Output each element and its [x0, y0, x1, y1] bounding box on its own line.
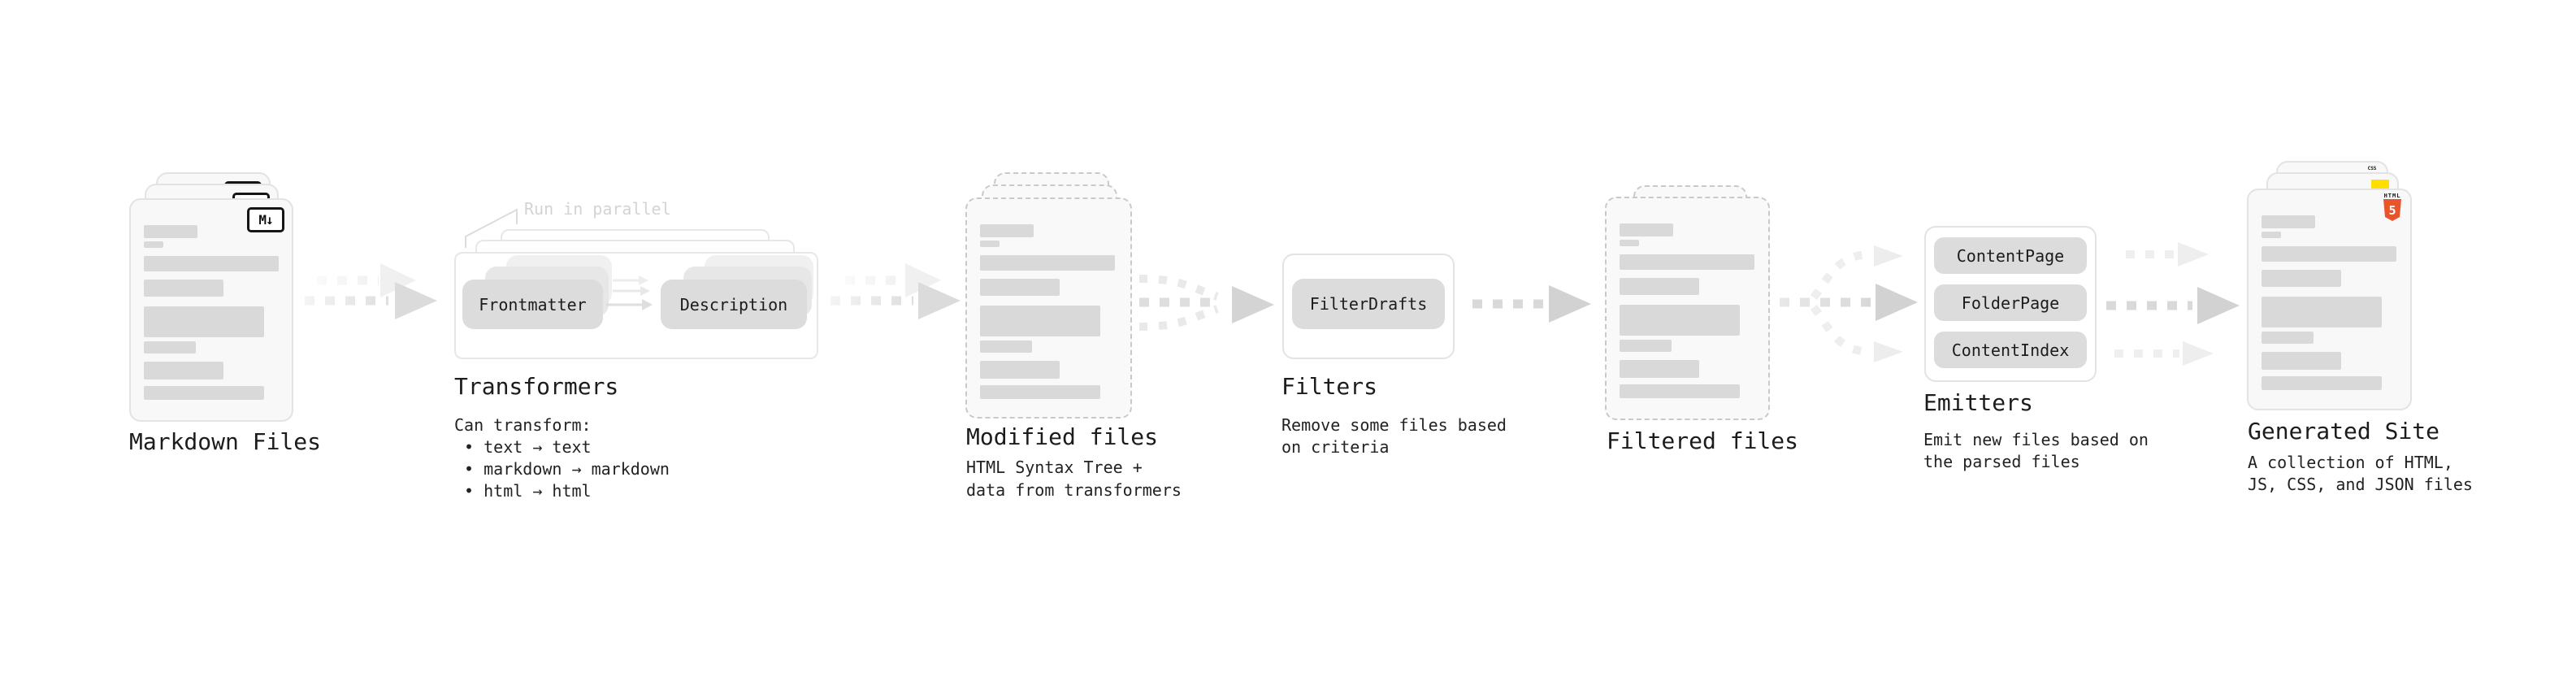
text-line-placeholder [1620, 223, 1673, 236]
text-line-placeholder [2262, 332, 2314, 344]
arrow-filters-to-filtered [1472, 285, 1591, 323]
text-line-placeholder [2262, 270, 2341, 287]
stage-sub-generated: A collection of HTML, JS, CSS, and JSON … [2248, 453, 2473, 494]
doc-card-front [1605, 197, 1770, 420]
text-line-placeholder [980, 340, 1032, 353]
text-line-placeholder [2262, 297, 2382, 327]
stage-sub-modified: HTML Syntax Tree + data from transformer… [966, 458, 1182, 500]
markdown-icon: M↓ [247, 207, 284, 232]
arrow-emitters-to-generated [2106, 242, 2240, 366]
text-line-placeholder [980, 255, 1115, 271]
arrow-filtered-to-emitters [1780, 245, 1918, 362]
text-line-placeholder [980, 279, 1060, 296]
text-line-placeholder [144, 386, 264, 400]
stage-sub-emitters: Emit new files based on the parsed files [1923, 430, 2149, 471]
text-line-placeholder [144, 341, 196, 354]
stage-sub-transformers: Can transform: • text → text • markdown … [454, 415, 670, 501]
text-line-placeholder [1620, 340, 1672, 352]
text-line-placeholder [1620, 384, 1740, 398]
text-line-placeholder [1620, 254, 1754, 270]
text-line-placeholder [1620, 278, 1699, 295]
transformer-pill-description: Description [661, 280, 807, 329]
html5-icon: HTML 5 [2383, 193, 2402, 221]
js-icon [2371, 180, 2389, 191]
text-line-placeholder [1620, 305, 1740, 336]
emitter-pill-content-index: ContentIndex [1934, 332, 2087, 368]
text-line-placeholder [144, 256, 279, 271]
text-line-placeholder [980, 361, 1060, 379]
text-line-placeholder [144, 362, 223, 380]
text-line-placeholder [980, 224, 1034, 237]
doc-card-front [965, 197, 1132, 419]
text-line-placeholder [2262, 246, 2396, 262]
stage-title-modified: Modified files [966, 423, 1159, 450]
stage-title-filtered: Filtered files [1607, 427, 1799, 454]
text-line-placeholder [1620, 240, 1639, 246]
stage-title-markdown: Markdown Files [129, 428, 322, 455]
svg-text:5: 5 [2388, 203, 2396, 218]
stage-title-emitters: Emitters [1923, 389, 2033, 416]
text-line-placeholder [980, 306, 1100, 336]
doc-card-front: M↓ [129, 198, 293, 422]
text-line-placeholder [2262, 352, 2341, 370]
text-line-placeholder [2262, 376, 2382, 390]
transformer-pill-frontmatter: Frontmatter [462, 280, 603, 329]
text-line-placeholder [1620, 360, 1699, 378]
stage-title-filters: Filters [1281, 373, 1378, 400]
text-line-placeholder [980, 241, 1000, 247]
filter-drafts-pill: FilterDrafts [1292, 279, 1445, 329]
stage-title-transformers: Transformers [454, 373, 619, 400]
text-line-placeholder [144, 280, 223, 297]
stage-sub-filters: Remove some files based on criteria [1281, 415, 1507, 457]
stage-title-generated: Generated Site [2248, 418, 2440, 445]
text-line-placeholder [2262, 215, 2315, 228]
doc-card-front: HTML 5 [2247, 189, 2412, 410]
text-line-placeholder [144, 306, 264, 337]
arrow-markdown-to-transformers [305, 263, 437, 319]
emitter-pill-content-page: ContentPage [1934, 237, 2087, 274]
html5-shield: 5 [2383, 199, 2401, 221]
text-line-placeholder [980, 385, 1100, 399]
emitter-pill-folder-page: FolderPage [1934, 284, 2087, 321]
arrow-modified-to-filters [1138, 275, 1274, 331]
run-in-parallel-note: Run in parallel [524, 199, 671, 219]
text-line-placeholder [144, 241, 163, 248]
text-line-placeholder [2262, 232, 2281, 238]
text-line-placeholder [144, 225, 197, 238]
arrow-transformers-to-modified [830, 263, 961, 319]
